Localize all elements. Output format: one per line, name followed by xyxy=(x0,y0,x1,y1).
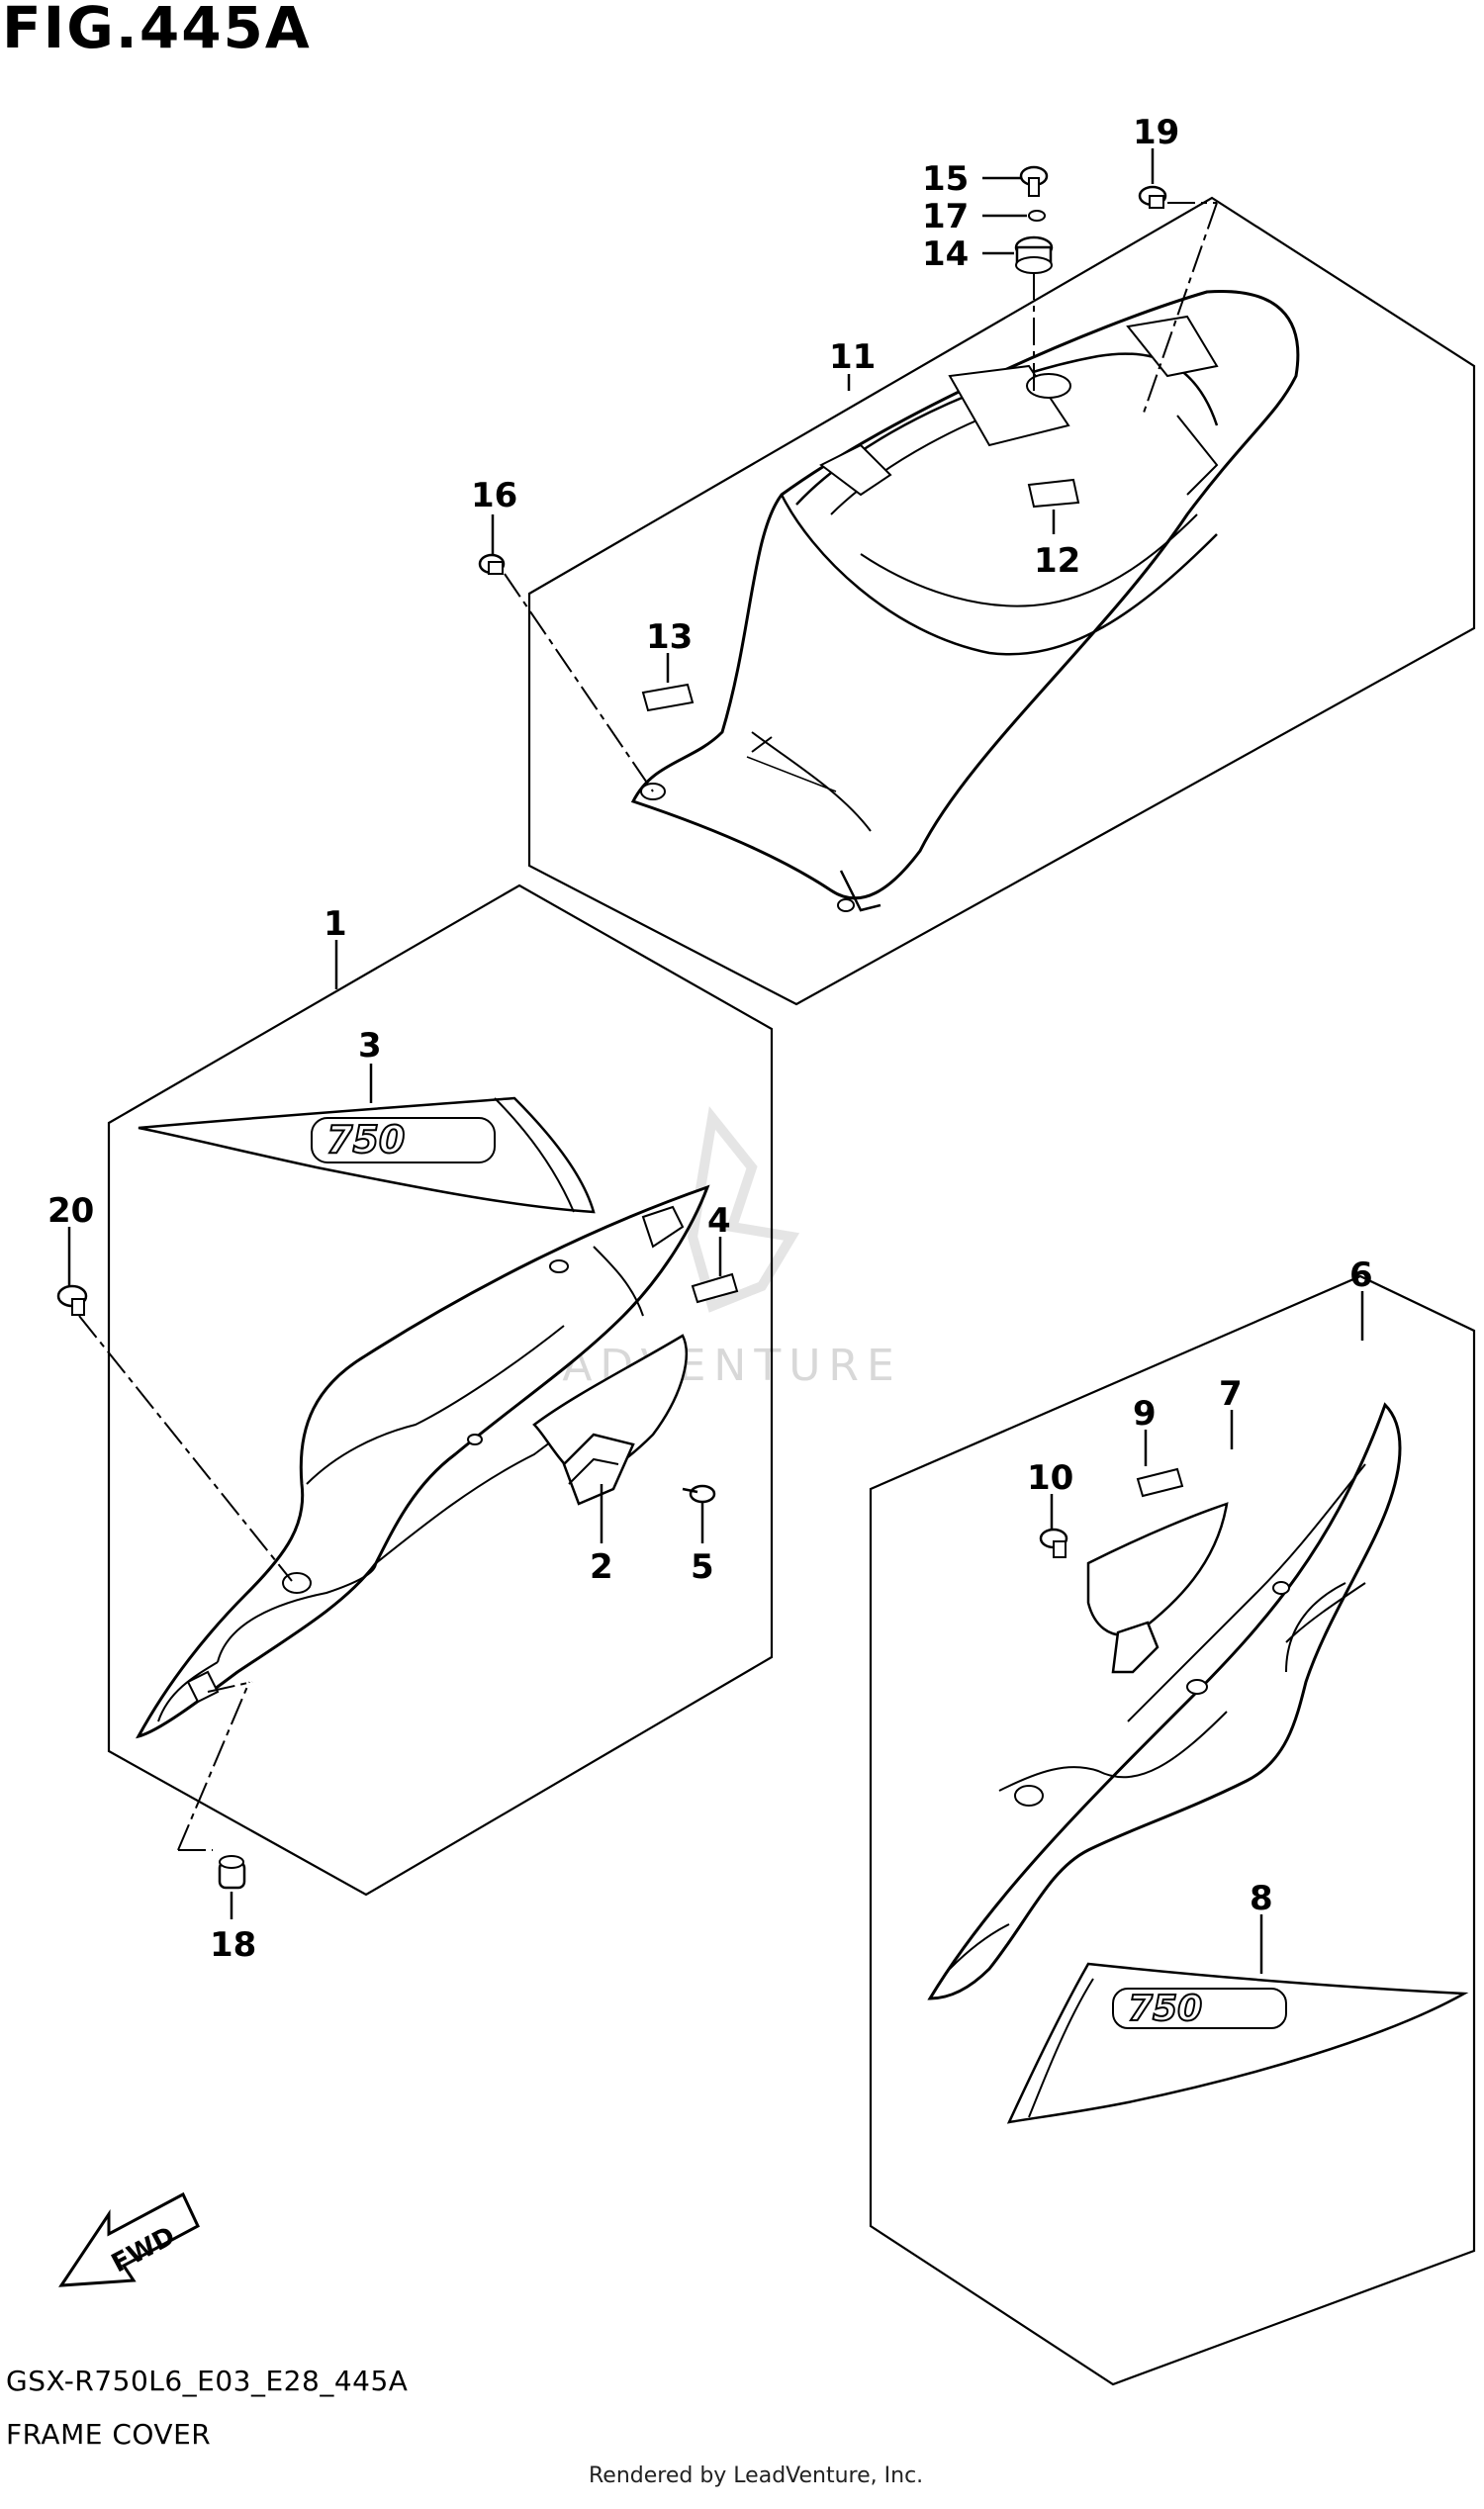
part-9-label xyxy=(1136,1467,1184,1498)
part-7-inner-panel xyxy=(1086,1502,1229,1636)
seat-tail-cover-group xyxy=(478,148,1476,1006)
callout-6: 6 xyxy=(1349,1255,1373,1295)
svg-text:750: 750 xyxy=(326,1118,405,1162)
callout-1: 1 xyxy=(324,904,347,944)
callout-19: 19 xyxy=(1133,113,1179,152)
callout-8: 8 xyxy=(1250,1879,1273,1918)
callout-3: 3 xyxy=(358,1026,382,1066)
callout-14: 14 xyxy=(922,234,969,274)
callout-4: 4 xyxy=(707,1201,731,1241)
figure-title: FIG.445A xyxy=(2,0,312,61)
callout-15: 15 xyxy=(922,159,969,199)
callout-20: 20 xyxy=(47,1191,94,1231)
part-13-label xyxy=(641,683,695,712)
callout-9: 9 xyxy=(1133,1394,1157,1434)
part-8-logo: 750 xyxy=(1112,1988,1287,2030)
callout-10: 10 xyxy=(1027,1458,1073,1498)
diagram-code: GSX-R750L6_E03_E28_445A xyxy=(6,2365,409,2397)
callout-13: 13 xyxy=(646,617,693,657)
part-10-screw xyxy=(1039,1528,1068,1558)
callout-18: 18 xyxy=(210,1925,256,1965)
group-6-outline xyxy=(869,1274,1476,2386)
group-1-outline xyxy=(107,883,774,1897)
left-frame-cover-group: 750 xyxy=(56,883,774,1919)
part-5-screw xyxy=(682,1484,716,1504)
callout-16: 16 xyxy=(471,476,517,515)
callout-5: 5 xyxy=(691,1547,714,1587)
right-frame-cover-group: 750 xyxy=(869,1274,1476,2386)
part-1-frame-cover-left xyxy=(136,1184,710,1739)
diagram-name: FRAME COVER xyxy=(6,2418,212,2451)
callout-labels: 1 2 3 4 5 6 7 8 9 10 11 12 13 14 15 16 1… xyxy=(47,113,1373,1965)
part-15-screw xyxy=(1019,165,1049,197)
render-credit: Rendered by LeadVenture, Inc. xyxy=(589,2463,924,2488)
part-16-clip xyxy=(478,553,506,575)
part-11-seat-tail-cover xyxy=(630,289,1300,900)
part-18-grommet xyxy=(218,1855,246,1890)
part-14-grommet xyxy=(1014,235,1054,274)
part-17-washer xyxy=(1028,210,1046,222)
group-11-outline xyxy=(527,196,1476,1006)
callout-17: 17 xyxy=(922,197,969,236)
part-19-clip xyxy=(1138,185,1167,209)
svg-text:750: 750 xyxy=(1128,1989,1202,2029)
callout-11: 11 xyxy=(829,337,876,377)
forward-direction-arrow-icon: FWD xyxy=(58,2191,200,2287)
callout-2: 2 xyxy=(590,1547,613,1587)
part-20-screw xyxy=(56,1284,88,1316)
part-4-label xyxy=(691,1272,739,1304)
callout-7: 7 xyxy=(1219,1374,1243,1414)
callout-12: 12 xyxy=(1034,541,1080,581)
part-3-logo: 750 xyxy=(311,1117,496,1163)
part-6-frame-cover-right xyxy=(927,1402,1402,2000)
part-12-label xyxy=(1027,478,1080,509)
